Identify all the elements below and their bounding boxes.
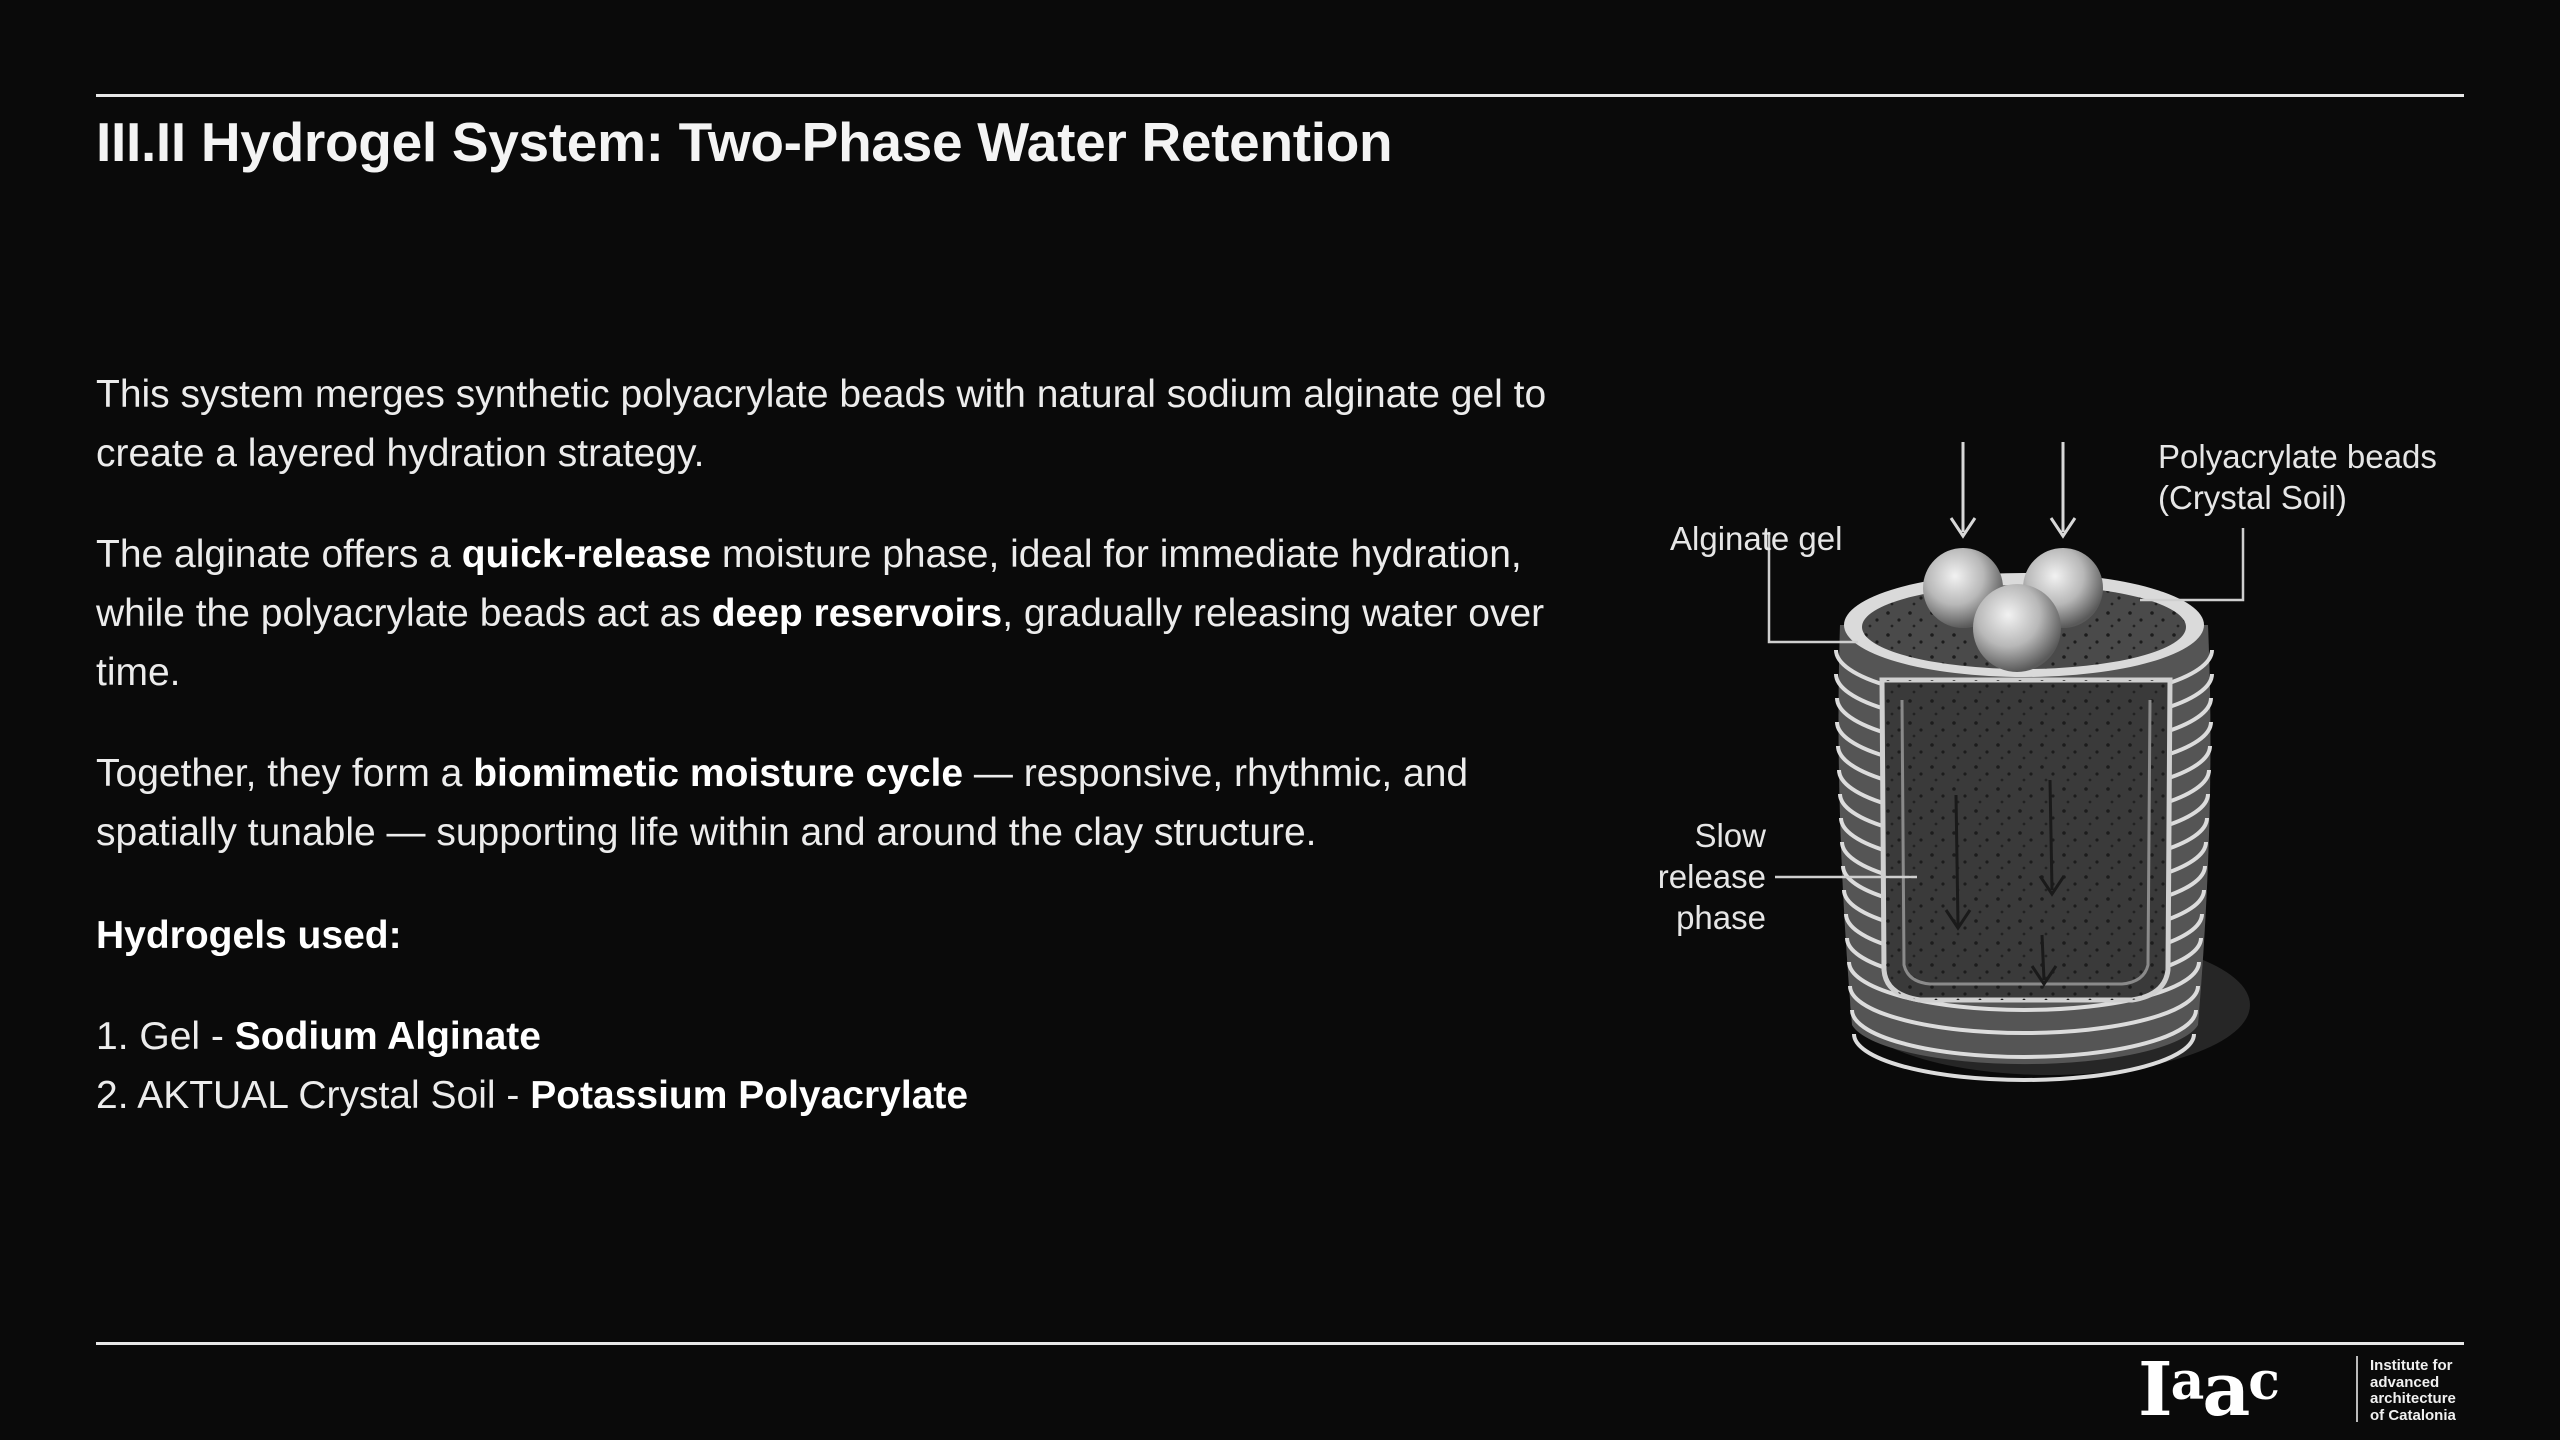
logo-letter-i: I [2138,1347,2173,1433]
paragraph-3: Together, they form a biomimetic moistur… [96,744,1616,862]
paragraph-3-text-b: — responsive, rhythmic, and spatially tu… [96,752,1469,854]
hydrogels-heading: Hydrogels used: [96,914,402,957]
paragraph-3-bold-biomimetic: biomimetic moisture cycle [473,752,964,795]
list-item: 2. AKTUAL Crystal Soil - Potassium Polya… [96,1066,1616,1125]
hydrogel-pot-diagram: Alginate gel Polyacrylate beads (Crystal… [1658,438,2437,1082]
logo-letter-a: a [2202,1347,2250,1433]
slide-body: This system merges synthetic polyacrylat… [96,365,1616,1125]
label-alginate-gel: Alginate gel [1670,520,1842,557]
polyacrylate-beads [1923,548,2103,672]
pot-cutaway [1879,677,2173,1003]
logo-text-line: advanced [2370,1373,2440,1391]
iaac-logo: Iaac Institute for advanced architecture… [2138,1350,2468,1430]
logo-text-line: architecture [2370,1390,2456,1407]
slide-title: III.II Hydrogel System: Two-Phase Water … [96,111,1393,173]
label-crystal-soil: (Crystal Soil) [2158,479,2347,516]
logo-institute-name: Institute for advanced architecture of C… [2370,1357,2480,1424]
hydrogel-name: Potassium Polyacrylate [530,1074,969,1117]
paragraph-2-text-a: The alginate offers a [96,533,462,576]
top-divider [96,94,2464,97]
inflow-arrows [1949,442,2077,539]
logo-divider [2356,1356,2358,1422]
paragraph-2: The alginate offers a quick-release mois… [96,525,1616,702]
callout-lines [1767,528,2245,879]
logo-text-line: of Catalonia [2370,1406,2456,1424]
label-release: release [1658,858,1766,895]
release-arrows [1944,779,2066,987]
paragraph-2-text-c: , gradually releasing water over time. [96,592,1545,694]
list-item: 1. Gel - Sodium Alginate [96,1007,1616,1066]
hydrogel-prefix: 2. AKTUAL Crystal Soil - [96,1074,531,1117]
hydrogel-prefix: 1. Gel - [96,1015,235,1058]
label-polyacrylate-beads: Polyacrylate beads [2158,438,2437,475]
logo-letter-a: a [2170,1351,2205,1412]
logo-text-line: Institute for [2370,1357,2453,1374]
hydrogels-list: 1. Gel - Sodium Alginate 2. AKTUAL Cryst… [96,1007,1616,1125]
hydrogel-name: Sodium Alginate [234,1015,541,1058]
paragraph-2-bold-quick-release: quick-release [461,533,711,576]
bottom-divider [96,1342,2464,1345]
label-phase: phase [1676,899,1766,936]
paragraph-1: This system merges synthetic polyacrylat… [96,373,1547,475]
paragraph-2-bold-deep-reservoirs: deep reservoirs [711,592,1003,635]
paragraph-3-text-a: Together, they form a [96,752,474,795]
logo-letter-c: c [2248,1351,2280,1412]
paragraph-2-text-b: moisture phase, ideal for immediate hydr… [96,533,1522,635]
label-slow: Slow [1694,817,1766,854]
iaac-logo-mark: Iaac [2138,1347,2280,1438]
